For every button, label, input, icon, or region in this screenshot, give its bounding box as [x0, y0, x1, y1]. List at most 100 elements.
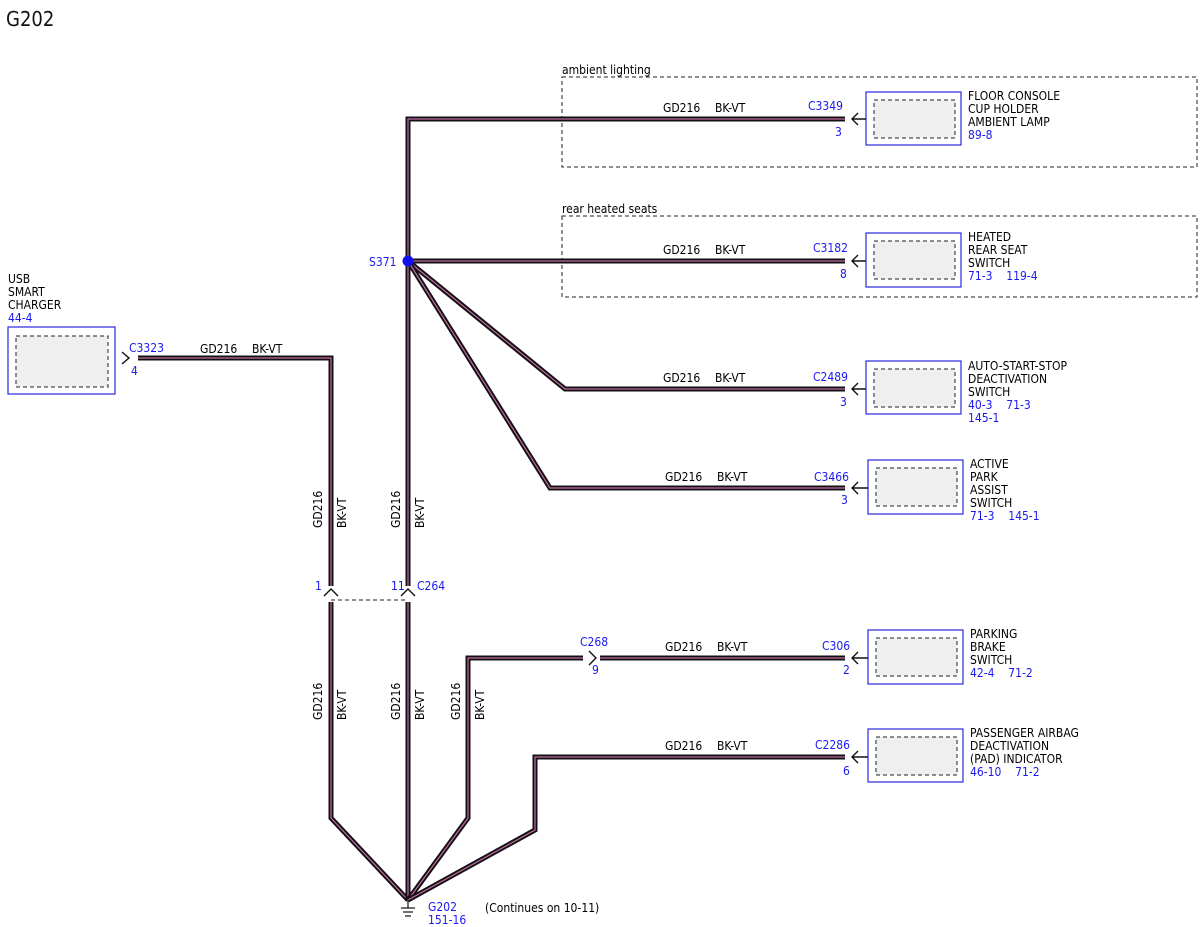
active-park-assist-switch: ACTIVE PARK ASSIST SWITCH 71-3 145-1 — [867, 457, 1040, 523]
c3323-id: C3323 — [129, 341, 164, 355]
wire-v4-circuit: GD216 — [389, 683, 403, 720]
wire-floor-circuit: GD216 — [663, 101, 700, 115]
rear-heated-seats-label: rear heated seats — [562, 202, 658, 216]
wire-usb-circuit: GD216 — [200, 342, 237, 356]
svg-text:AMBIENT LAMP: AMBIENT LAMP — [968, 115, 1050, 129]
splice-s371-dot — [402, 255, 414, 267]
c3182-pin: 8 — [840, 267, 847, 281]
ambient-lighting-label: ambient lighting — [562, 63, 651, 77]
wire-harness — [138, 116, 845, 903]
c2489-id: C2489 — [813, 370, 848, 384]
wire-park-color: BK-VT — [717, 470, 748, 484]
wire-heated-circuit: GD216 — [663, 243, 700, 257]
ground-note: (Continues on 10-11) — [485, 901, 599, 915]
c3349-id: C3349 — [808, 99, 843, 113]
svg-text:42-4 71-2: 42-4 71-2 — [970, 666, 1033, 680]
svg-text:FLOOR CONSOLE: FLOOR CONSOLE — [968, 89, 1060, 103]
c2286-pin: 6 — [843, 764, 850, 778]
svg-text:PARK: PARK — [970, 470, 999, 484]
svg-text:145-1: 145-1 — [968, 411, 999, 425]
wire-autostart-color: BK-VT — [715, 371, 746, 385]
splice-s371-label: S371 — [369, 255, 396, 269]
c3466-pin: 3 — [841, 493, 848, 507]
ground-ref: 151-16 — [428, 913, 466, 927]
c268-pin: 9 — [592, 663, 599, 677]
c2286-id: C2286 — [815, 738, 850, 752]
c264-pin11-arrow — [400, 588, 416, 597]
ground-icon — [401, 900, 415, 917]
svg-text:(PAD) INDICATOR: (PAD) INDICATOR — [970, 752, 1063, 766]
auto-start-stop-switch: AUTO-START-STOP DEACTIVATION SWITCH 40-3… — [865, 359, 1067, 425]
c306-pin: 2 — [843, 663, 850, 677]
wire-v3-color: BK-VT — [335, 689, 349, 720]
svg-text:SWITCH: SWITCH — [968, 256, 1010, 270]
parking-brake-switch: PARKING BRAKE SWITCH 42-4 71-2 — [867, 627, 1033, 685]
svg-text:ACTIVE: ACTIVE — [970, 457, 1009, 471]
svg-text:71-3 145-1: 71-3 145-1 — [970, 509, 1040, 523]
wire-brake-color: BK-VT — [717, 640, 748, 654]
c264-pin1-arrow — [323, 588, 339, 597]
wire-v4-color: BK-VT — [413, 689, 427, 720]
svg-text:ASSIST: ASSIST — [970, 483, 1008, 497]
svg-text:SMART: SMART — [8, 285, 45, 299]
c268-id: C268 — [580, 635, 608, 649]
c2489-pin: 3 — [840, 395, 847, 409]
c2489-arrow — [851, 382, 866, 396]
wire-v1-circuit: GD216 — [311, 491, 325, 528]
ground-id: G202 — [428, 900, 457, 914]
passenger-airbag-indicator: PASSENGER AIRBAG DEACTIVATION (PAD) INDI… — [867, 726, 1079, 783]
svg-text:SWITCH: SWITCH — [968, 385, 1010, 399]
svg-text:USB: USB — [8, 272, 30, 286]
c3349-pin: 3 — [835, 125, 842, 139]
svg-text:46-10 71-2: 46-10 71-2 — [970, 765, 1040, 779]
usb-smart-charger: USB SMART CHARGER 44-4 — [7, 272, 116, 395]
c3323-arrow — [121, 351, 131, 365]
c3182-id: C3182 — [813, 241, 848, 255]
c264-pin-a: 1 — [315, 579, 322, 593]
wire-floor-color: BK-VT — [715, 101, 746, 115]
c3466-arrow — [851, 481, 868, 495]
wire-autostart-circuit: GD216 — [663, 371, 700, 385]
wire-usb-color: BK-VT — [252, 342, 283, 356]
svg-text:CUP HOLDER: CUP HOLDER — [968, 102, 1039, 116]
svg-text:CHARGER: CHARGER — [8, 298, 62, 312]
wire-park-circuit: GD216 — [665, 470, 702, 484]
heated-rear-seat-switch: HEATED REAR SEAT SWITCH 71-3 119-4 — [865, 230, 1038, 288]
svg-text:REAR SEAT: REAR SEAT — [968, 243, 1028, 257]
wire-heated-color: BK-VT — [715, 243, 746, 257]
wire-v2-color: BK-VT — [413, 497, 427, 528]
c306-arrow — [851, 651, 868, 665]
wire-airbag-circuit: GD216 — [665, 739, 702, 753]
ambient-lighting-region — [561, 76, 1198, 168]
svg-text:SWITCH: SWITCH — [970, 653, 1012, 667]
svg-text:SWITCH: SWITCH — [970, 496, 1012, 510]
wire-v3-circuit: GD216 — [311, 683, 325, 720]
svg-text:DEACTIVATION: DEACTIVATION — [970, 739, 1049, 753]
wire-v1-color: BK-VT — [335, 497, 349, 528]
c268-arrow — [588, 650, 597, 666]
svg-text:89-8: 89-8 — [968, 128, 993, 142]
c3182-arrow — [851, 254, 866, 268]
c2286-arrow — [851, 750, 868, 764]
page-title: G202 — [6, 7, 54, 31]
c264-id: C264 — [417, 579, 445, 593]
c3323-pin: 4 — [131, 364, 138, 378]
c3466-id: C3466 — [814, 470, 849, 484]
rear-heated-seats-region — [561, 215, 1198, 298]
svg-text:DEACTIVATION: DEACTIVATION — [968, 372, 1047, 386]
svg-text:PARKING: PARKING — [970, 627, 1017, 641]
svg-text:71-3 119-4: 71-3 119-4 — [968, 269, 1038, 283]
wire-airbag-color: BK-VT — [717, 739, 748, 753]
svg-text:HEATED: HEATED — [968, 230, 1011, 244]
c306-id: C306 — [822, 639, 850, 653]
svg-text:BRAKE: BRAKE — [970, 640, 1006, 654]
svg-text:AUTO-START-STOP: AUTO-START-STOP — [968, 359, 1067, 373]
wire-brake-circuit: GD216 — [665, 640, 702, 654]
svg-text:PASSENGER AIRBAG: PASSENGER AIRBAG — [970, 726, 1079, 740]
wire-v5-color: BK-VT — [473, 689, 487, 720]
svg-text:40-3 71-3: 40-3 71-3 — [968, 398, 1031, 412]
c264-pin-b: 11 — [391, 579, 405, 593]
c3349-arrow — [851, 112, 866, 126]
svg-text:44-4: 44-4 — [8, 311, 33, 325]
